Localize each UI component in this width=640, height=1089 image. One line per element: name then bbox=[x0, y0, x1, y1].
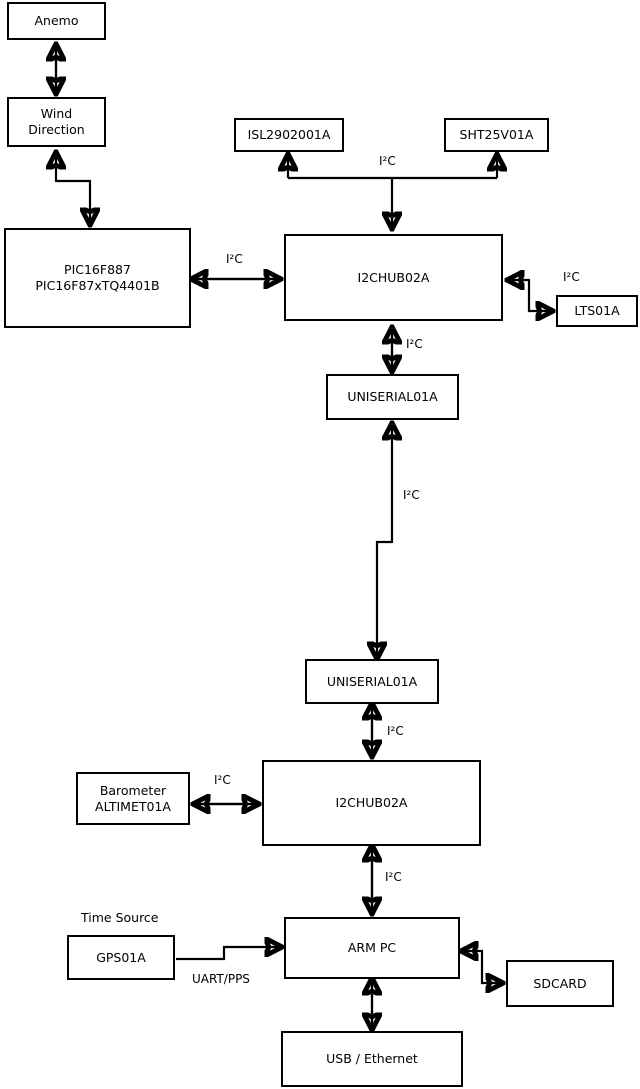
connector-armpc-sdcard-out bbox=[480, 951, 502, 983]
edge-label-i2c-hub-uniserial: I²C bbox=[406, 337, 423, 351]
node-isl2902001a[interactable]: ISL2902001A bbox=[234, 118, 344, 152]
node-sdcard[interactable]: SDCARD bbox=[506, 960, 614, 1007]
node-usb-ethernet[interactable]: USB / Ethernet bbox=[281, 1031, 463, 1087]
connector-wind-pic-down bbox=[56, 179, 90, 224]
edge-label-i2c-hub-lts: I²C bbox=[563, 270, 580, 284]
node-lts01a[interactable]: LTS01A bbox=[556, 295, 638, 327]
edge-label-i2c-uniserial-hub-bottom: I²C bbox=[387, 724, 404, 738]
node-arm-pc[interactable]: ARM PC bbox=[284, 917, 460, 979]
node-uniserial01a-top[interactable]: UNISERIAL01A bbox=[326, 374, 459, 420]
node-wind-direction[interactable]: Wind Direction bbox=[7, 97, 106, 147]
edge-label-uart-pps: UART/PPS bbox=[192, 972, 250, 986]
label-time-source: Time Source bbox=[81, 910, 159, 925]
connector-uniser-link-down bbox=[377, 540, 392, 658]
edge-label-i2c-pic-hub: I²C bbox=[226, 252, 243, 266]
node-sht25v01a[interactable]: SHT25V01A bbox=[444, 118, 549, 152]
edge-label-i2c-hub-armpc: I²C bbox=[385, 870, 402, 884]
edge-label-i2c-bus-top: I²C bbox=[379, 154, 396, 168]
node-i2chub02a-bottom[interactable]: I2CHUB02A bbox=[262, 760, 481, 846]
connector-hub-lts-out bbox=[527, 280, 552, 311]
node-uniserial01a-bottom[interactable]: UNISERIAL01A bbox=[305, 659, 439, 704]
edge-label-i2c-barometer-hub: I²C bbox=[214, 773, 231, 787]
node-gps01a[interactable]: GPS01A bbox=[67, 935, 175, 980]
node-pic-mcu[interactable]: PIC16F887 PIC16F87xTQ4401B bbox=[4, 228, 191, 328]
node-barometer-altimet01a[interactable]: Barometer ALTIMET01A bbox=[76, 772, 190, 825]
connector-gps-armpc bbox=[176, 947, 281, 961]
node-anemo[interactable]: Anemo bbox=[7, 2, 106, 40]
edge-label-i2c-uniserial-link: I²C bbox=[403, 488, 420, 502]
node-i2chub02a-top[interactable]: I2CHUB02A bbox=[284, 234, 503, 321]
